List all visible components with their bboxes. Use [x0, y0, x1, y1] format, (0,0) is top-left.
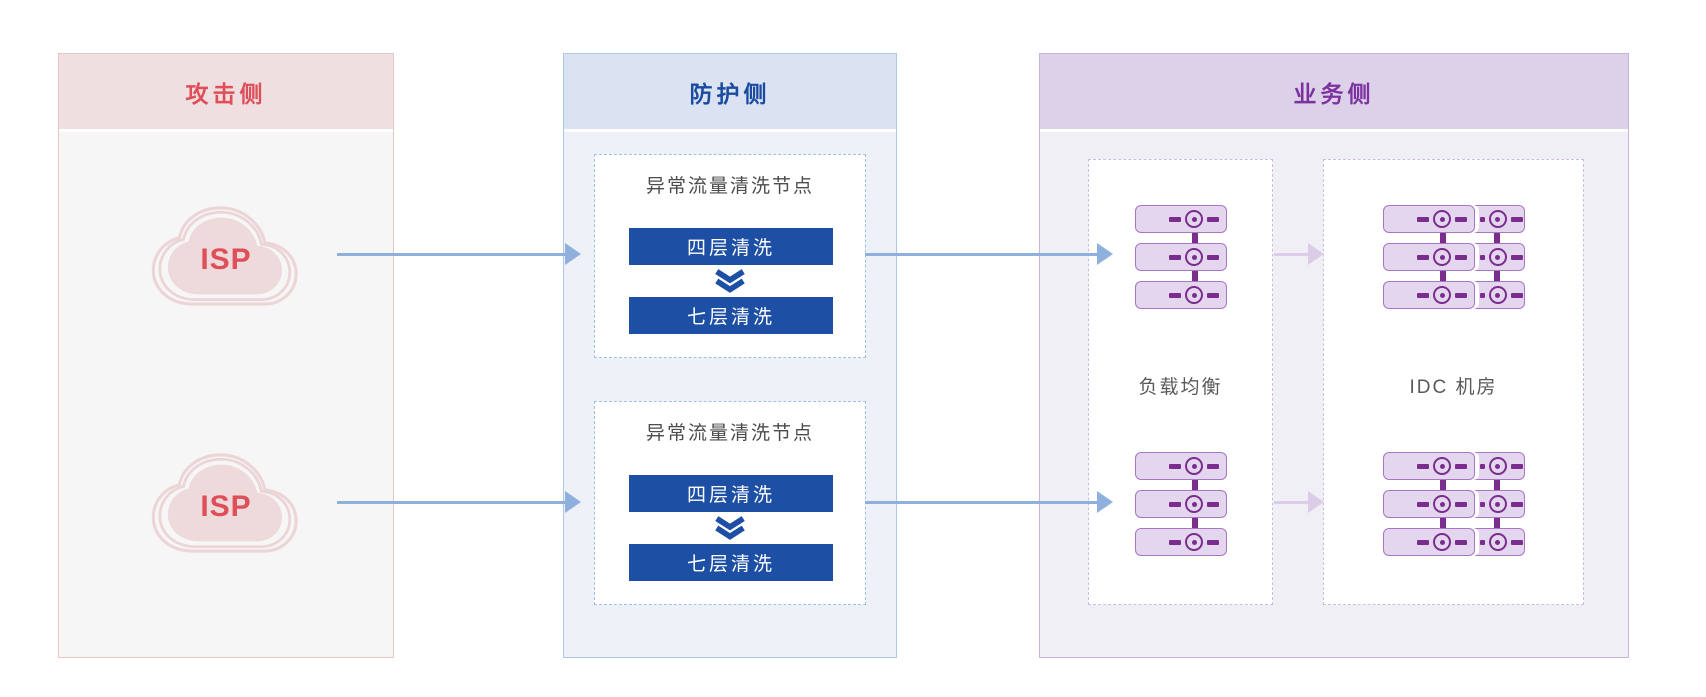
- chevron-double-down-icon: [715, 516, 745, 540]
- server-indicator-icon: [1185, 495, 1203, 513]
- cloud-icon: [151, 206, 298, 306]
- attack-panel-body: ISP ISP: [59, 132, 393, 657]
- business-panel-body: 负载均衡: [1040, 132, 1628, 657]
- server-indicator-icon: [1488, 457, 1507, 475]
- server-indicator-icon: [1433, 457, 1451, 475]
- arrow-attack-to-protection-2: [337, 491, 581, 513]
- attack-panel: 攻击侧 ISP ISP: [58, 53, 394, 658]
- server-icon: [1135, 205, 1227, 233]
- isp-label: ISP: [200, 490, 252, 523]
- server-link: [1440, 477, 1446, 493]
- isp-cloud-1: ISP: [148, 195, 304, 317]
- arrow-head-icon: [1097, 243, 1113, 265]
- layer7-cleaning-step: 七层清洗: [629, 297, 833, 334]
- server-indicator-icon: [1488, 533, 1507, 551]
- server-indicator-icon: [1185, 457, 1203, 475]
- cleaning-node-group-2: 异常流量清洗节点 四层清洗 七层清洗: [594, 401, 866, 605]
- layer7-cleaning-step: 七层清洗: [629, 544, 833, 581]
- business-panel-header: 业务侧: [1040, 54, 1628, 132]
- server-indicator-icon: [1488, 286, 1507, 304]
- cleaning-node-group-1: 异常流量清洗节点 四层清洗 七层清洗: [594, 154, 866, 358]
- protection-panel-title: 防护侧: [689, 80, 771, 107]
- server-icon: [1383, 281, 1475, 309]
- server-icon: [1135, 528, 1227, 556]
- protection-panel-body: 异常流量清洗节点 四层清洗 七层清洗 异常流量清洗节点 四层清洗 七层清洗: [564, 132, 896, 657]
- server-indicator-icon: [1488, 248, 1507, 266]
- attack-panel-header: 攻击侧: [59, 54, 393, 132]
- server-link: [1440, 515, 1446, 531]
- load-balancer-box: 负载均衡: [1088, 159, 1273, 605]
- business-panel-title: 业务侧: [1293, 80, 1375, 107]
- server-icon: [1383, 243, 1475, 271]
- server-icon: [1135, 281, 1227, 309]
- server-indicator-icon: [1185, 210, 1203, 228]
- server-link: [1440, 268, 1446, 284]
- server-link: [1494, 515, 1500, 531]
- server-icon: [1383, 528, 1475, 556]
- server-link: [1494, 268, 1500, 284]
- server-indicator-icon: [1433, 495, 1451, 513]
- idc-stack-top-front: [1383, 205, 1475, 309]
- server-link: [1192, 268, 1198, 284]
- server-indicator-icon: [1488, 210, 1507, 228]
- layer4-cleaning-step: 四层清洗: [629, 475, 833, 512]
- load-balancer-stack-top: [1135, 205, 1227, 309]
- idc-box: IDC 机房: [1323, 159, 1584, 605]
- server-icon: [1135, 243, 1227, 271]
- idc-label: IDC 机房: [1409, 377, 1498, 398]
- arrow-head-icon: [565, 243, 581, 265]
- server-indicator-icon: [1433, 210, 1451, 228]
- server-link: [1192, 515, 1198, 531]
- protection-panel-header: 防护侧: [564, 54, 896, 132]
- arrow-protection-to-business-2: [865, 491, 1113, 513]
- server-link: [1494, 477, 1500, 493]
- server-link: [1494, 230, 1500, 246]
- server-icon: [1383, 490, 1475, 518]
- server-icon: [1383, 205, 1475, 233]
- layer4-cleaning-step: 四层清洗: [629, 228, 833, 265]
- arrow-lb-to-idc-1: [1274, 243, 1324, 265]
- server-icon: [1383, 452, 1475, 480]
- arrow-head-icon: [1308, 243, 1324, 265]
- arrow-head-icon: [1097, 491, 1113, 513]
- cleaning-node-title: 异常流量清洗节点: [645, 423, 814, 444]
- server-icon: [1135, 490, 1227, 518]
- idc-stack-bottom-front: [1383, 452, 1475, 556]
- server-indicator-icon: [1185, 248, 1203, 266]
- cloud-icon: [151, 453, 298, 553]
- chevron-double-down-icon: [715, 269, 745, 293]
- isp-label: ISP: [200, 243, 252, 276]
- arrow-head-icon: [1308, 491, 1324, 513]
- arrow-protection-to-business-1: [865, 243, 1113, 265]
- business-panel: 业务侧 负载均衡: [1039, 53, 1629, 658]
- arrow-lb-to-idc-2: [1274, 491, 1324, 513]
- load-balancer-stack-bottom: [1135, 452, 1227, 556]
- server-link: [1440, 230, 1446, 246]
- protection-panel: 防护侧 异常流量清洗节点 四层清洗 七层清洗 异常流量清洗节点 四层清洗 七层: [563, 53, 897, 658]
- server-indicator-icon: [1185, 533, 1203, 551]
- server-indicator-icon: [1433, 248, 1451, 266]
- attack-panel-title: 攻击侧: [185, 80, 267, 107]
- server-icon: [1135, 452, 1227, 480]
- load-balancer-label: 负载均衡: [1138, 377, 1223, 398]
- isp-cloud-2: ISP: [148, 442, 304, 564]
- server-indicator-icon: [1185, 286, 1203, 304]
- server-indicator-icon: [1488, 495, 1507, 513]
- server-indicator-icon: [1433, 533, 1451, 551]
- server-link: [1192, 230, 1198, 246]
- arrow-attack-to-protection-1: [337, 243, 581, 265]
- server-link: [1192, 477, 1198, 493]
- arrow-head-icon: [565, 491, 581, 513]
- server-indicator-icon: [1433, 286, 1451, 304]
- cleaning-node-title: 异常流量清洗节点: [645, 176, 814, 197]
